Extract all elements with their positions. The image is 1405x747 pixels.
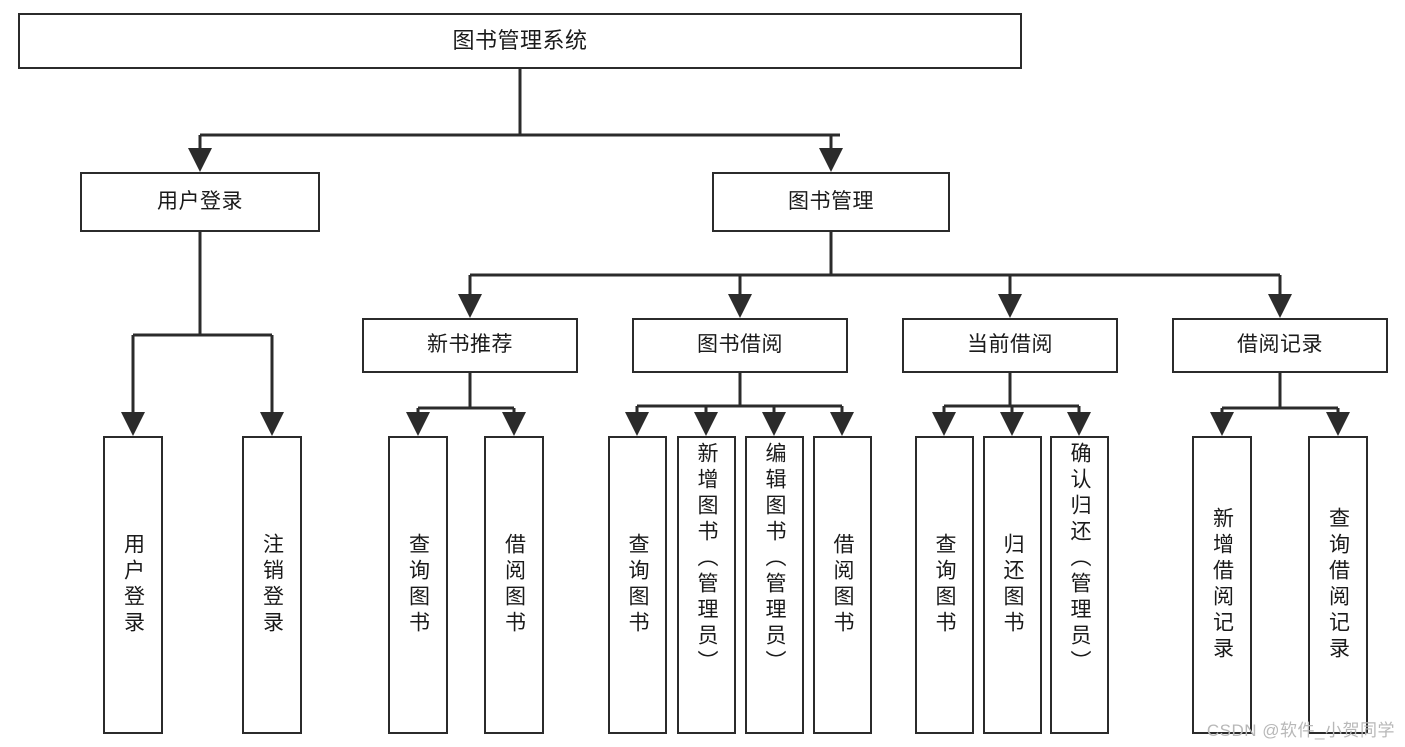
leaf-query-book-3[interactable]: 查询图书 (915, 436, 974, 734)
leaf-return-book-label: 归还图书 (1001, 533, 1024, 637)
node-user-login[interactable]: 用户登录 (80, 172, 320, 232)
leaf-query-book-2[interactable]: 查询图书 (608, 436, 667, 734)
leaf-query-book-3-label: 查询图书 (933, 533, 956, 637)
leaf-confirm-return[interactable]: 确认归还（管理员） (1050, 436, 1109, 734)
leaf-add-book-label: 新增图书（管理员） (695, 442, 718, 676)
node-book-borrow-label: 图书借阅 (697, 333, 783, 357)
node-current-borrow[interactable]: 当前借阅 (902, 318, 1118, 373)
node-user-login-label: 用户登录 (157, 189, 243, 213)
leaf-borrow-book-1-label: 借阅图书 (502, 533, 526, 637)
leaf-user-logout[interactable]: 注销登录 (242, 436, 302, 734)
node-new-book-recommend[interactable]: 新书推荐 (362, 318, 578, 373)
leaf-user-login[interactable]: 用户登录 (103, 436, 163, 734)
leaf-add-borrow-record-label: 新增借阅记录 (1210, 507, 1234, 663)
leaf-query-book-1[interactable]: 查询图书 (388, 436, 448, 734)
leaf-query-borrow-record-label: 查询借阅记录 (1326, 507, 1350, 663)
leaf-borrow-book-1[interactable]: 借阅图书 (484, 436, 544, 734)
leaf-query-book-2-label: 查询图书 (626, 533, 649, 637)
node-root-label: 图书管理系统 (452, 28, 588, 54)
leaf-confirm-return-label: 确认归还（管理员） (1068, 442, 1091, 676)
leaf-query-borrow-record[interactable]: 查询借阅记录 (1308, 436, 1368, 734)
node-borrow-record-label: 借阅记录 (1237, 333, 1323, 357)
node-borrow-record[interactable]: 借阅记录 (1172, 318, 1388, 373)
node-root[interactable]: 图书管理系统 (18, 13, 1022, 69)
node-new-book-recommend-label: 新书推荐 (427, 333, 513, 357)
leaf-borrow-book-2-label: 借阅图书 (831, 533, 854, 637)
leaf-borrow-book-2[interactable]: 借阅图书 (813, 436, 872, 734)
node-current-borrow-label: 当前借阅 (967, 333, 1053, 357)
leaf-edit-book[interactable]: 编辑图书（管理员） (745, 436, 804, 734)
leaf-user-login-label: 用户登录 (121, 533, 145, 637)
leaf-add-borrow-record[interactable]: 新增借阅记录 (1192, 436, 1252, 734)
leaf-edit-book-label: 编辑图书（管理员） (763, 442, 786, 676)
leaf-return-book[interactable]: 归还图书 (983, 436, 1042, 734)
node-book-manage[interactable]: 图书管理 (712, 172, 950, 232)
node-book-manage-label: 图书管理 (788, 189, 874, 213)
leaf-add-book[interactable]: 新增图书（管理员） (677, 436, 736, 734)
node-book-borrow[interactable]: 图书借阅 (632, 318, 848, 373)
leaf-user-logout-label: 注销登录 (260, 533, 284, 637)
leaf-query-book-1-label: 查询图书 (406, 533, 430, 637)
watermark: CSDN @软件_小贺同学 (1206, 721, 1395, 740)
